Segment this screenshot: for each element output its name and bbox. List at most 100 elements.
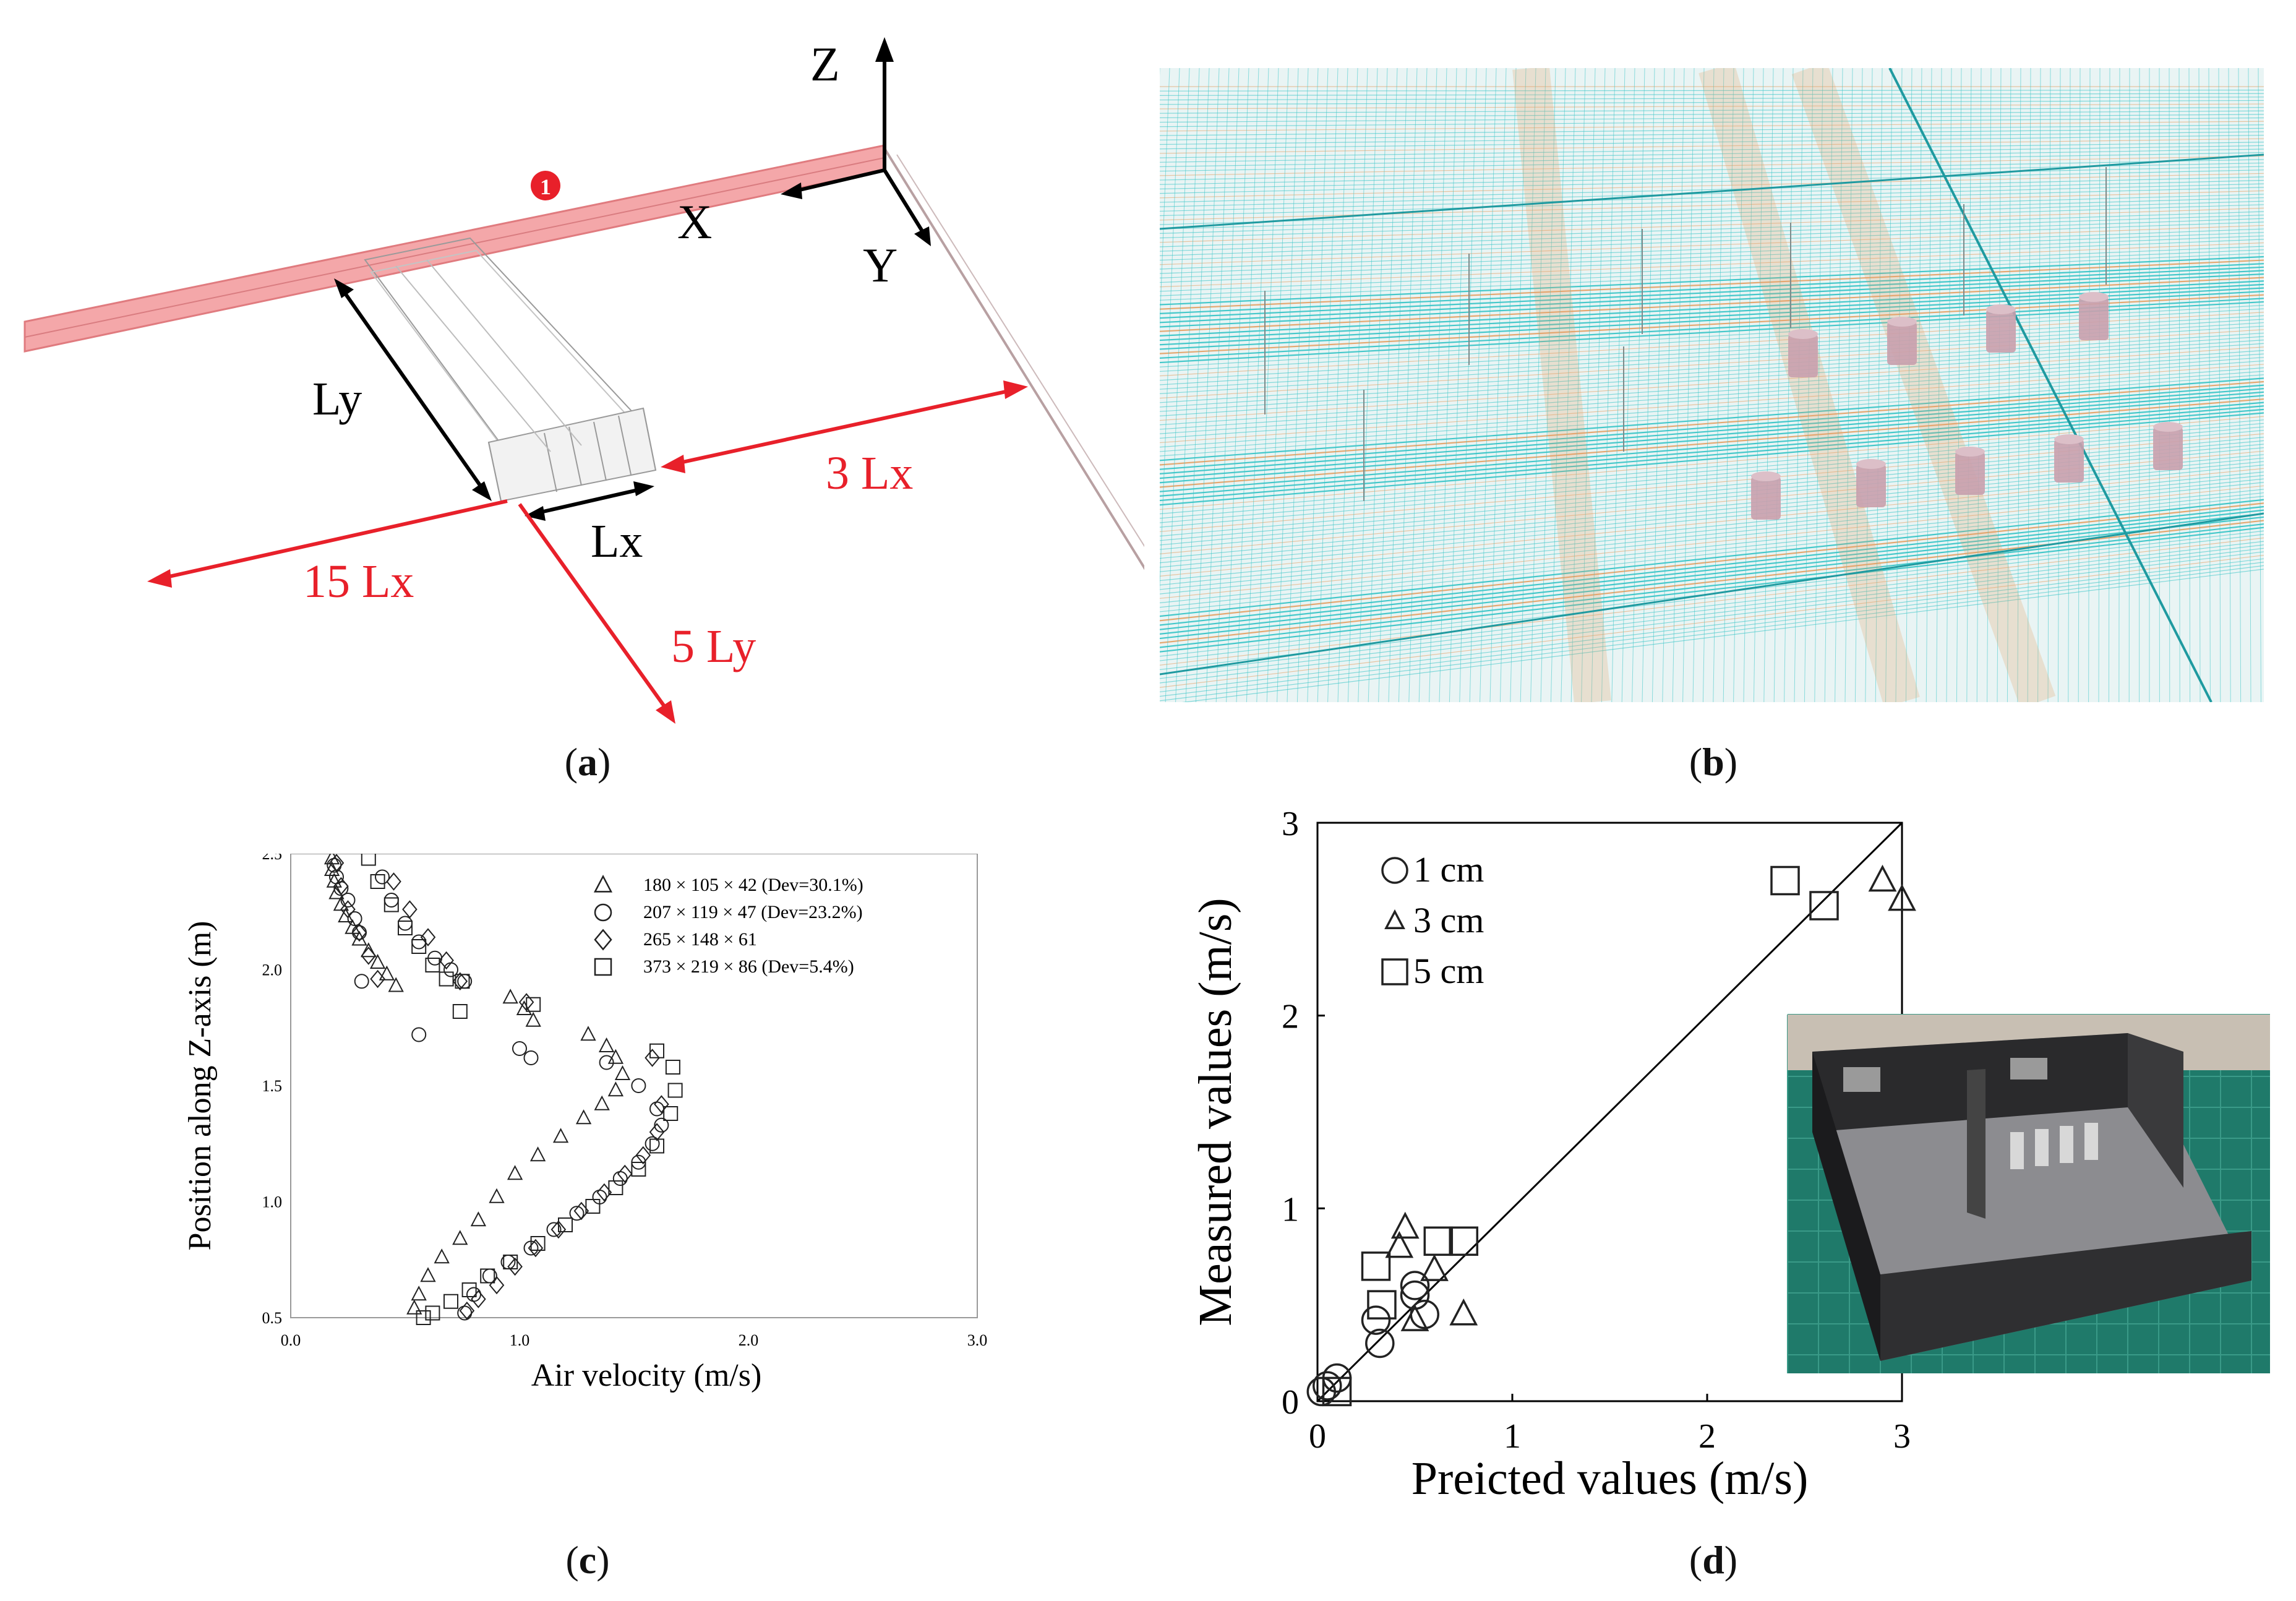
mesh-line-vertical [2027,68,2031,702]
data-points [1306,864,1916,1407]
legend-label: 3 cm [1413,900,1484,940]
x-tick-label: 2.0 [739,1331,759,1349]
legend-label: 265 × 148 × 61 [643,929,757,950]
mesh-line-vertical [1160,68,1170,333]
data-point-triangle [607,1049,624,1064]
x-tick-label: 3.0 [967,1331,988,1349]
data-point-triangle [525,1011,541,1027]
mesh-line-horizontal [1160,489,2264,604]
occupant-cylinder-top [1751,471,1781,481]
data-point-diamond [507,1257,523,1276]
mesh-block-edge [1160,512,2264,676]
mesh-line-vertical [1581,68,1596,702]
mesh-refinement-band [1512,68,1611,702]
mesh-line-horizontal [1160,419,2264,515]
occupant-cylinder-top [2054,434,2084,444]
data-point-circle [546,1222,562,1237]
mesh-line-horizontal [1160,380,2264,466]
model-stall-divider [2060,1126,2073,1163]
mesh-line-vertical [2068,68,2071,702]
mesh-line-vertical [1976,68,1982,702]
mesh-line-vertical [1418,68,1437,702]
occupant-cylinder [1887,322,1917,365]
data-point-triangle [502,989,518,1004]
mesh-line-vertical [1723,68,1734,702]
mesh-line-horizontal [1160,505,2264,626]
data-point-triangle [580,1026,596,1041]
mesh-line-horizontal [1160,360,2264,439]
red-dimensions [147,380,1028,724]
mesh-line-vertical [1175,68,1200,702]
data-point-circle [411,1027,427,1042]
mesh-line-horizontal [1160,350,2264,426]
mesh-refinement-band [1698,68,1920,702]
mesh-line-horizontal [1160,408,2264,502]
mesh-line-vertical [2037,68,2041,702]
model-partition [1967,1069,1985,1219]
mesh-line-horizontal [1160,485,2264,599]
mesh-line-vertical [1794,68,1804,702]
data-point-square [663,1106,679,1121]
y-tick-label: 2.0 [262,961,283,979]
mesh-line-horizontal [1160,509,2264,630]
y-tick-label: 3 [1282,805,1299,843]
mesh-line-vertical [1804,68,1814,702]
data-point-square [649,1043,664,1058]
mesh-line-vertical [1662,68,1675,702]
mesh-line-vertical [1784,68,1794,702]
mesh-line-horizontal [1160,357,2264,434]
mesh-line-vertical [1672,68,1685,702]
x-tick-label: 0 [1309,1417,1326,1456]
mesh-line-horizontal [1160,343,2264,416]
mesh-line-vertical [2228,68,2231,702]
model-front-ledge [1880,1231,2251,1361]
data-point-diamond [386,872,401,891]
data-point-square [649,1138,664,1154]
mesh-line-vertical [1814,68,1823,702]
plot-frame [290,853,978,1318]
mesh-line-horizontal [1160,423,2264,519]
data-point-square [416,1310,431,1325]
mesh-line-horizontal [1160,554,2264,688]
data-point-triangle [529,1146,546,1162]
mesh-line-horizontal [1160,225,2264,265]
five-ly-label: 5 Ly [671,620,756,672]
data-point-square [383,897,399,912]
data-point-triangle [552,1128,569,1143]
occupant-cylinder [1788,334,1818,377]
mesh-line-horizontal [1160,367,2264,448]
mesh-line-vertical [1165,68,1190,702]
mesh-line-vertical [2198,68,2201,702]
mesh-refinement-band [1791,68,2056,702]
legend-label: 1 cm [1413,849,1484,890]
boundary-plane [24,144,886,353]
data-point-triangle [489,1188,505,1203]
mesh-line-vertical [1246,68,1269,702]
mesh-line-vertical [1763,68,1774,702]
coordinate-axes: Z X Y [677,37,931,292]
mesh-line-horizontal [1160,340,2264,412]
data-point-circle [1361,1305,1391,1335]
mesh-line-horizontal [1160,478,2264,590]
mesh-line-horizontal [1160,492,2264,608]
mesh-line-vertical [1682,68,1695,702]
mesh-block-edge [1160,153,2264,230]
mesh-line-vertical [1733,68,1744,702]
y-axis-title: Measured values (m/s) [1189,898,1241,1326]
mesh-line-vertical [1160,68,1180,594]
mesh-line-horizontal [1160,562,2264,697]
data-point-square [411,939,427,954]
data-point-square [665,1060,680,1075]
mesh-line-vertical [1256,68,1279,702]
mesh-line-horizontal [1160,377,2264,461]
x-tick-label: 3 [1893,1417,1911,1456]
mesh-line-vertical [1368,68,1388,702]
legend-label: 373 × 219 × 86 (Dev=5.4%) [643,956,854,977]
z-axis-label: Z [810,37,840,91]
mesh-line-vertical [1702,68,1715,702]
mesh-line-horizontal [1160,537,2264,666]
legend-label: 5 cm [1413,951,1484,991]
mesh-line-horizontal [1160,471,2264,582]
mesh-line-vertical [1753,68,1764,702]
